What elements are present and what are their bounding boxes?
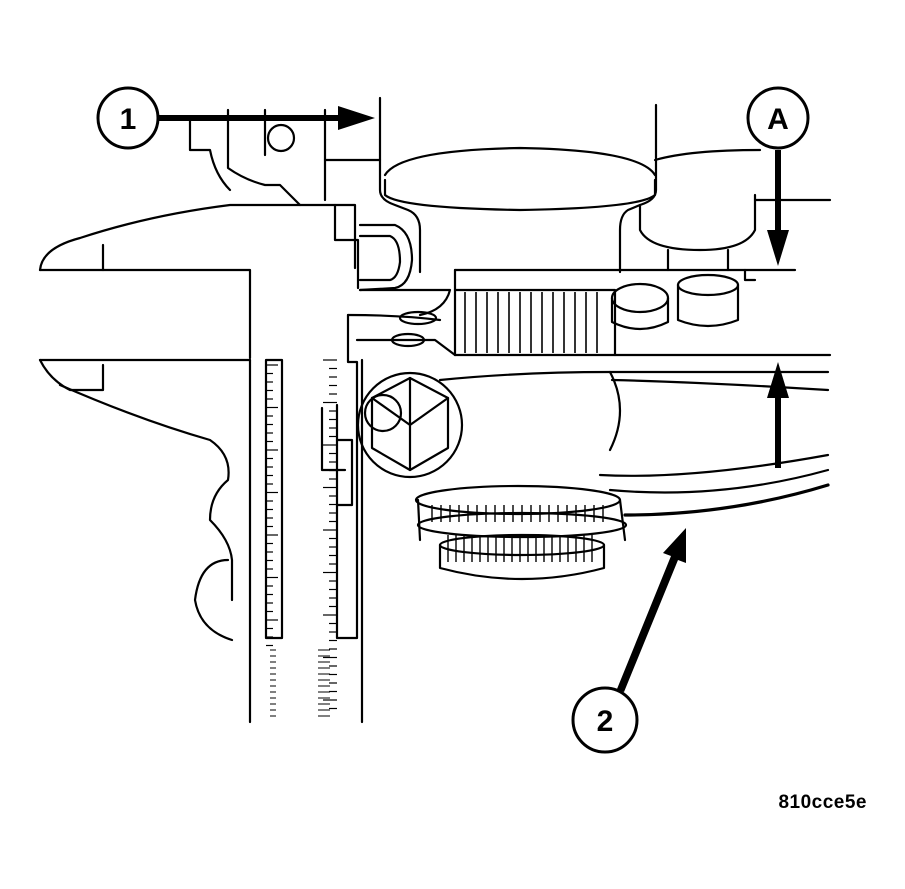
lower-arm [438,370,830,517]
callout-1: 1 [96,86,375,150]
vernier-caliper [38,108,457,724]
dimension-arrow-up [767,362,789,468]
dowel-pins [610,273,740,331]
callout-2-label: 2 [597,705,614,738]
upper-housing [378,96,832,274]
splined-hub [453,288,617,357]
callout-2: 2 [571,528,686,754]
gear-ring [414,484,628,581]
callout-1-label: 1 [120,103,137,136]
callout-1-arrow [158,106,375,130]
callout-a: A [746,86,810,468]
callout-a-label: A [767,103,789,136]
figure-id: 810cce5e [778,792,867,813]
callout-2-arrow [617,528,686,692]
dimension-arrow-down [767,150,789,266]
mounting-surface [453,268,832,357]
hex-nut [356,371,464,479]
